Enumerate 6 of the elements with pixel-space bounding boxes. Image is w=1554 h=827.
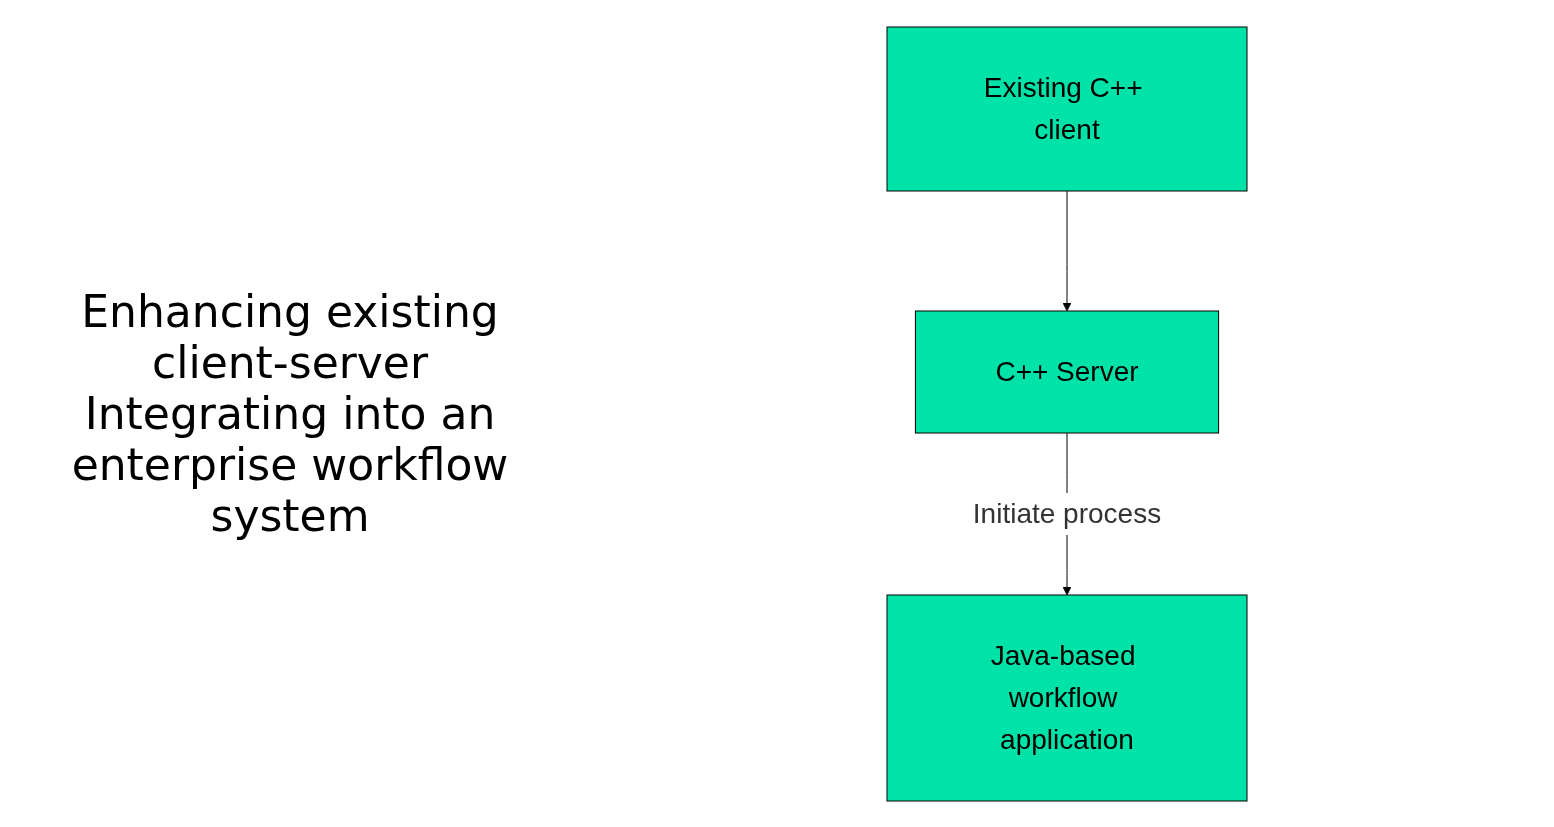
slide-heading: Enhancing existing client-server Integrating into an enterprise workflow system	[70, 286, 510, 541]
arrow	[1062, 190, 1072, 311]
node-box: Java-based workflow application	[886, 594, 1248, 801]
node-box: Existing C++ client	[886, 26, 1248, 191]
edge-label: Initiate process	[972, 497, 1162, 529]
node-box: C++ Server	[914, 310, 1220, 433]
